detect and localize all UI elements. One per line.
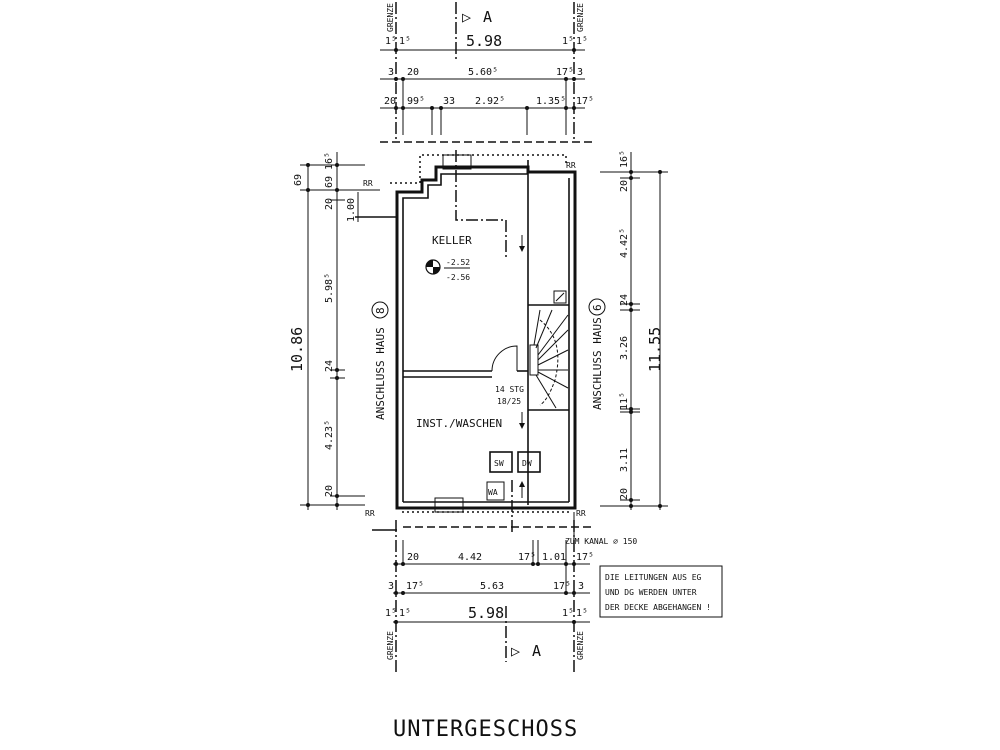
dim-text: 1⁵ — [385, 608, 397, 619]
boundary-label-top-left: GRENZE — [386, 3, 395, 32]
dim-text: 3 — [388, 67, 394, 78]
dim-text: 3.11 — [619, 448, 630, 472]
level-marker-icon — [425, 259, 441, 275]
rain-pipe-label: RR — [363, 179, 373, 188]
left-dimensions: 69 10.86 16⁵ 69 20 1.00 5.98⁵ 24 4.23⁵ 2… — [288, 152, 380, 510]
dim-text: 3 — [577, 67, 583, 78]
dim-text: 20 — [384, 96, 396, 107]
dim-text: 17⁵ — [556, 67, 574, 78]
dim-text: 4.42⁵ — [619, 228, 630, 258]
dim-text: 2.92⁵ — [475, 96, 505, 107]
neighbor-left: ANSCHLUSS HAUS 8 — [371, 301, 389, 420]
boundary-lines: GRENZE GRENZE GRENZE GRENZE — [386, 2, 585, 672]
dim-text: 1.01 — [542, 552, 566, 563]
dim-text: 17⁵ — [553, 581, 571, 592]
stairs-ratio-label: 18/25 — [497, 397, 521, 406]
dim-text: 1.00 — [346, 198, 357, 222]
dim-text: 69 — [324, 176, 335, 188]
dim-text: 5.63 — [480, 581, 504, 592]
room-keller: KELLER -2.52 -2.56 — [425, 234, 472, 282]
dim-text: 20 — [619, 180, 630, 192]
room-name: KELLER — [432, 234, 472, 247]
dim-text: 20 — [619, 488, 630, 500]
rain-pipe-label: RR — [566, 161, 576, 170]
dim-text: 4.42 — [458, 552, 482, 563]
dim-text: 1.35⁵ — [536, 96, 566, 107]
room-waschen: INST./WASCHEN SW DW WA — [416, 417, 541, 501]
fixture-sw: SW — [494, 459, 504, 468]
section-label: A — [532, 642, 541, 660]
dim-text: 20 — [324, 198, 335, 210]
dim-text: 1⁵ — [562, 608, 574, 619]
section-label: A — [483, 8, 492, 26]
walls — [355, 150, 577, 535]
dim-text: 1⁵ — [562, 36, 574, 47]
boundary-label-bottom-left: GRENZE — [386, 631, 395, 660]
stairs-steps-label: 14 STG — [495, 385, 524, 394]
drainage-lines: RR RR RR RR ZUM KANAL ⌀ 150 — [363, 141, 637, 548]
rain-pipe-label: RR — [365, 509, 375, 518]
dim-text: 69 — [293, 174, 304, 186]
note-box: DIE LEITUNGEN AUS EG UND DG WERDEN UNTER… — [599, 565, 723, 618]
dim-text: 20 — [407, 67, 419, 78]
dim-text: 17⁵ — [406, 581, 424, 592]
room-name: INST./WASCHEN — [416, 417, 502, 430]
dim-text: 16⁵ — [619, 150, 630, 168]
dim-text: 1⁵ — [399, 608, 411, 619]
section-arrow-icon: ▷ — [511, 642, 520, 660]
dim-text: 20 — [324, 485, 335, 497]
dim-text: 16⁵ — [324, 152, 335, 170]
dim-text: 5.98 — [466, 32, 502, 50]
dim-text: 1⁵ — [385, 36, 397, 47]
boundary-label-top-right: GRENZE — [576, 3, 585, 32]
dim-text: 1⁵ — [399, 36, 411, 47]
dim-text: 5.98 — [468, 604, 504, 622]
dim-text: 10.86 — [288, 327, 306, 372]
note-line: DIE LEITUNGEN AUS EG — [605, 573, 702, 582]
dim-text: 33 — [443, 96, 455, 107]
drain-label: ZUM KANAL ⌀ 150 — [565, 537, 637, 546]
section-arrow-icon: ▷ — [462, 8, 471, 26]
section-marker-bottom: ▷ A — [505, 606, 541, 662]
bottom-dimensions: 20 4.42 17⁵ 1.01 17⁵ 3 17⁵ 5.63 17⁵ 3 1⁵… — [385, 540, 594, 624]
top-dimensions: 1⁵ 1⁵ 5.98 1⁵ 1⁵ 3 20 5.60⁵ 17⁵ 3 20 99⁵… — [380, 32, 594, 135]
dim-text: 11⁵ — [619, 392, 630, 410]
dim-text: 4.23⁵ — [324, 420, 335, 450]
dim-text: 17⁵ — [518, 552, 536, 563]
dim-text: 3.26 — [619, 336, 630, 360]
neighbor-number: 6 — [591, 304, 604, 311]
dim-text: 17⁵ — [576, 552, 594, 563]
dim-text: 3 — [578, 581, 584, 592]
dim-text: 3 — [388, 581, 394, 592]
fixture-wa: WA — [488, 488, 498, 497]
dim-text: 20 — [407, 552, 419, 563]
fixture-dw: DW — [522, 459, 532, 468]
neighbor-label: ANSCHLUSS HAUS — [374, 327, 387, 420]
rain-pipe-label: RR — [576, 509, 586, 518]
dim-text: 17⁵ — [576, 96, 594, 107]
neighbor-right: ANSCHLUSS HAUS 6 — [588, 298, 606, 410]
dim-text: 1⁵ — [576, 36, 588, 47]
dim-text: 24 — [324, 360, 335, 372]
right-dimensions: 11.55 16⁵ 20 4.42⁵ 24 3.26 11⁵ 3.11 20 — [600, 150, 668, 510]
dim-text: 1⁵ — [576, 608, 588, 619]
neighbor-label: ANSCHLUSS HAUS — [591, 317, 604, 410]
level-top: -2.52 — [446, 258, 470, 267]
dim-text: 5.98⁵ — [324, 273, 335, 303]
note-line: DER DECKE ABGEHANGEN ! — [605, 603, 711, 612]
drawing-title: UNTERGESCHOSS — [393, 717, 578, 742]
level-bottom: -2.56 — [446, 273, 470, 282]
dim-text: 5.60⁵ — [468, 67, 498, 78]
neighbor-number: 8 — [374, 307, 387, 314]
boundary-label-bottom-right: GRENZE — [576, 631, 585, 660]
dim-text: 99⁵ — [407, 96, 425, 107]
dim-text: 24 — [619, 294, 630, 306]
staircase: 14 STG 18/25 — [495, 235, 569, 498]
note-line: UND DG WERDEN UNTER — [605, 588, 697, 597]
section-marker-top: ▷ A — [455, 2, 492, 62]
dim-text: 11.55 — [646, 327, 664, 372]
